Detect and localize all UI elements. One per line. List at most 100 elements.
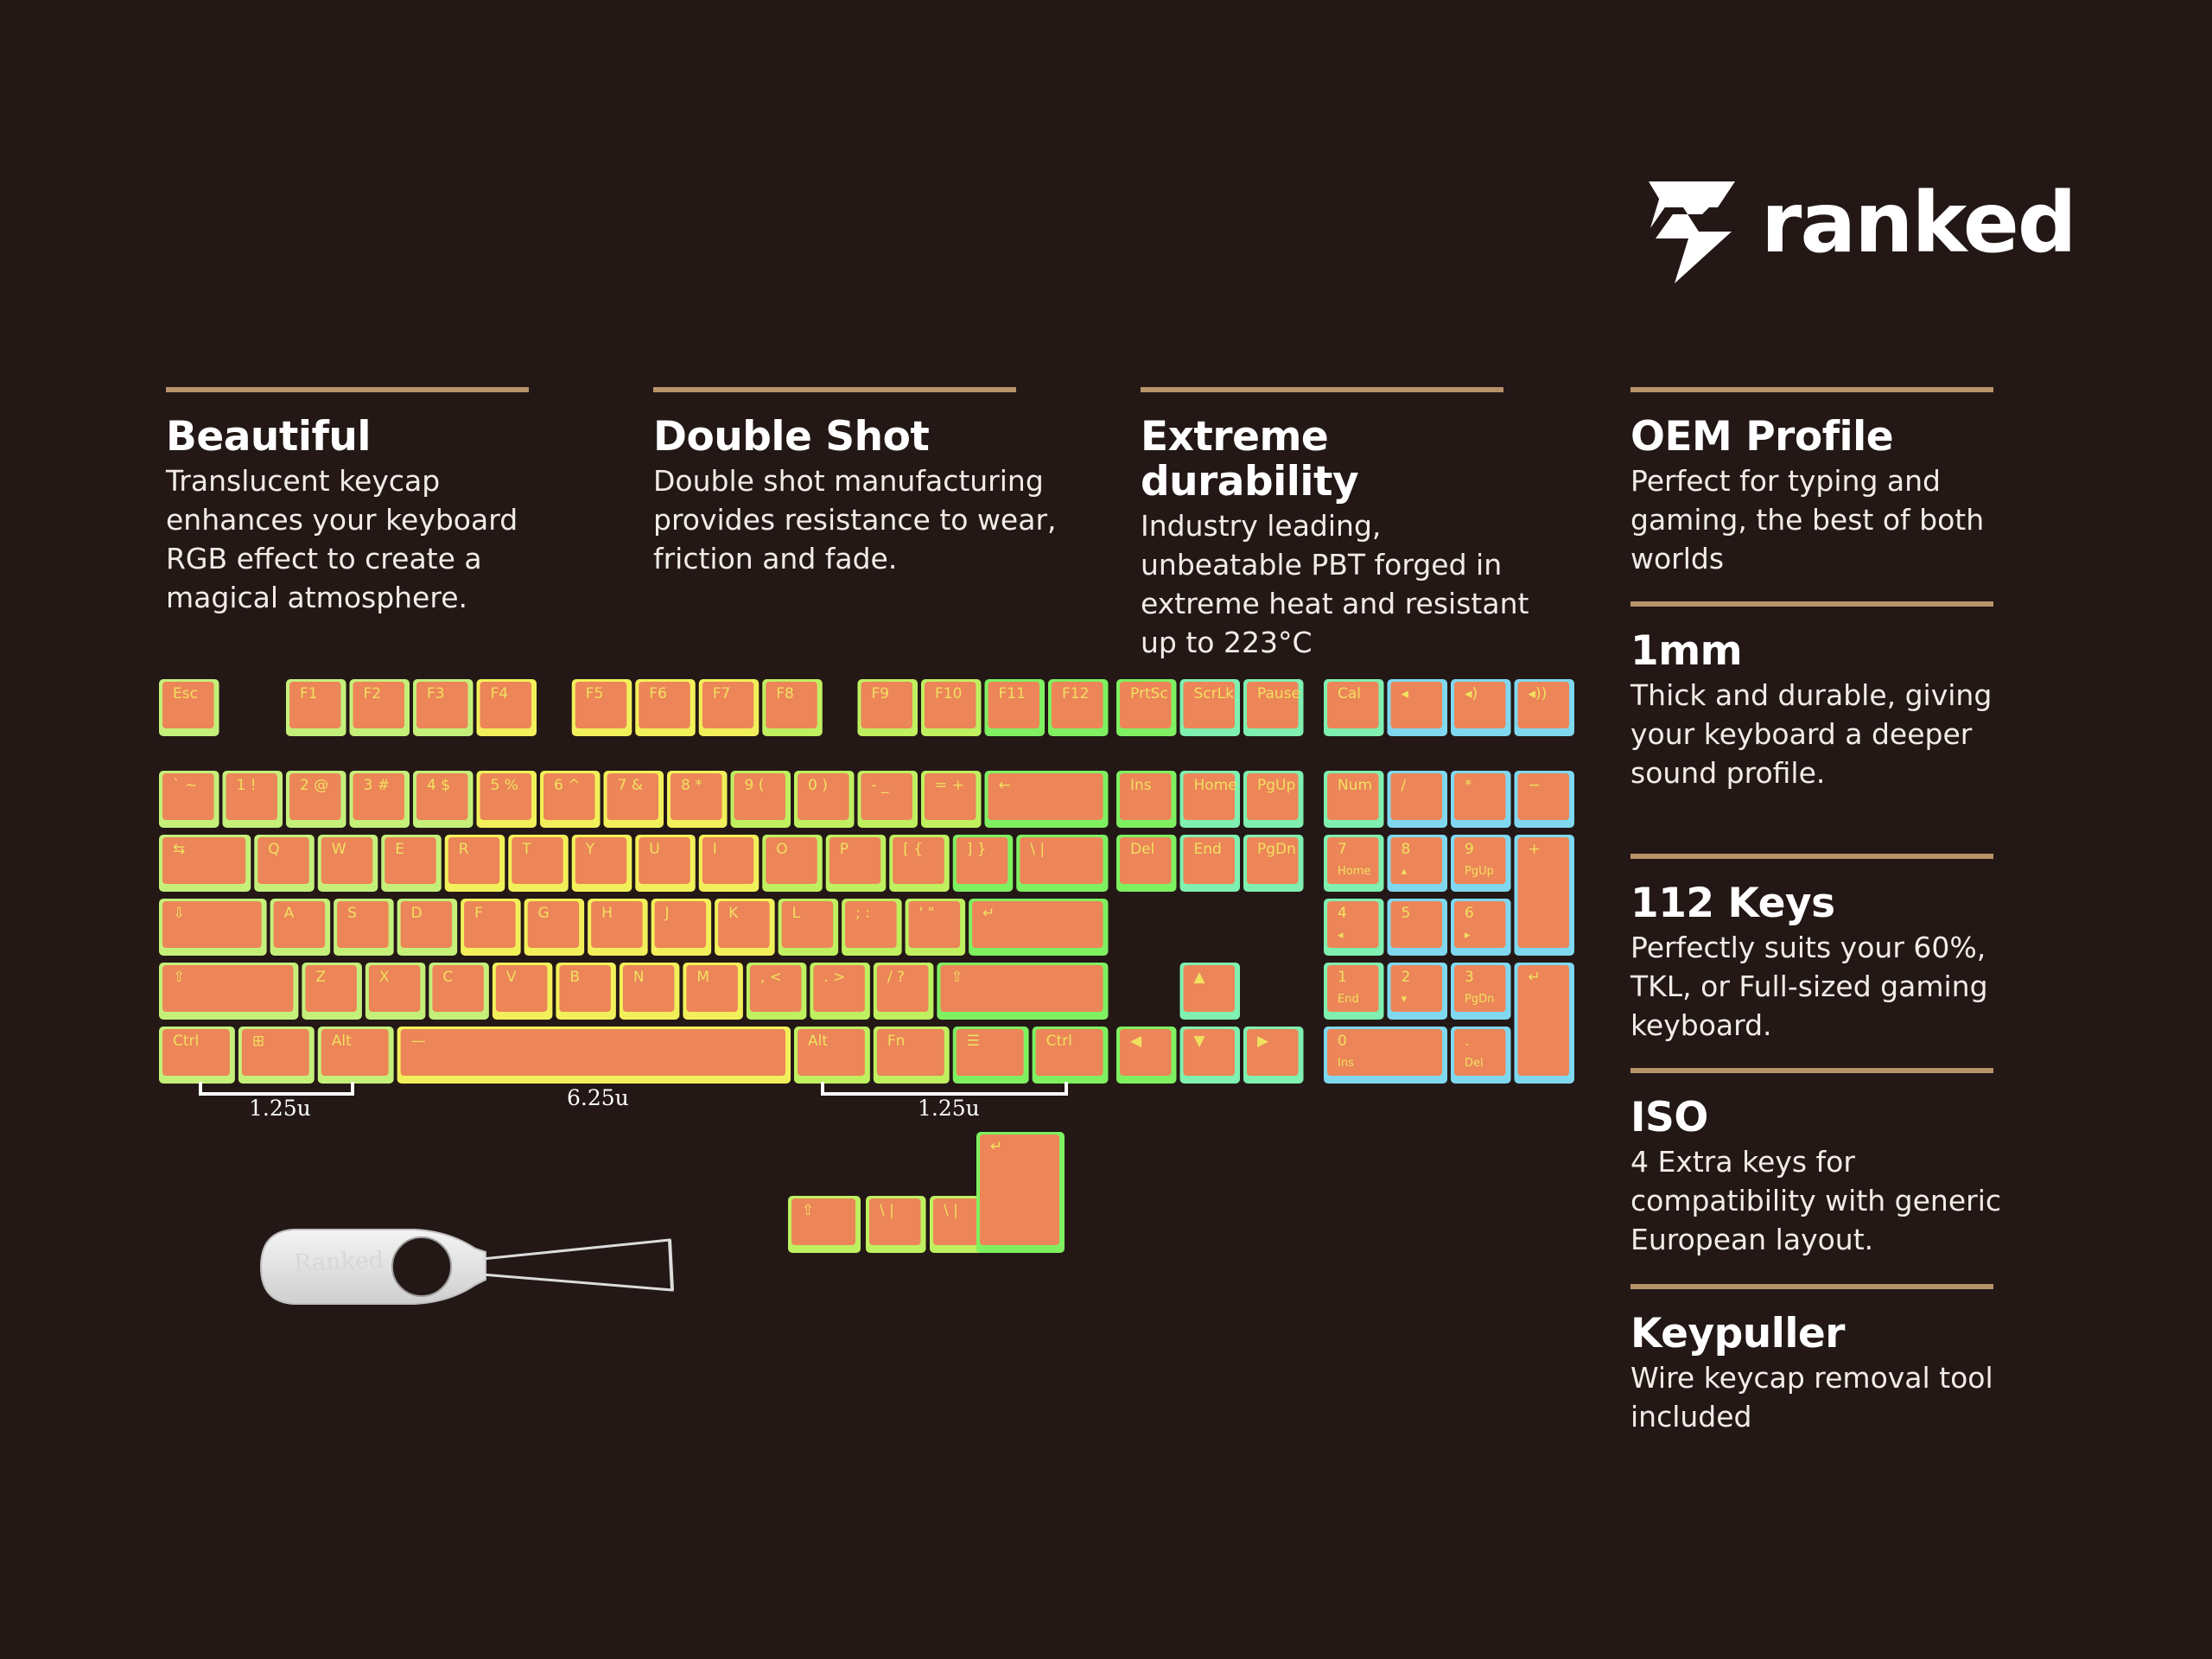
keycap-iso: \ | xyxy=(930,1196,990,1253)
keycap-top xyxy=(1183,682,1235,728)
keycap: F9 xyxy=(857,679,918,736)
keycap-legend: = + xyxy=(935,777,964,794)
keycap-legend: ◂) xyxy=(1465,685,1478,702)
keycap: — xyxy=(397,1027,791,1084)
keycap-top xyxy=(1390,837,1442,884)
keycap-legend: E xyxy=(395,841,404,858)
keycap-legend: 9 xyxy=(1465,841,1474,858)
feature-text: Thick and durable, giving your keyboard … xyxy=(1630,678,1993,790)
keycap-top xyxy=(671,773,722,820)
keycap-legend: Cal xyxy=(1338,685,1361,702)
keycap-legend: 0 ) xyxy=(808,777,828,794)
keycap-top xyxy=(162,901,262,948)
keycap-top xyxy=(1247,837,1299,884)
keycap-legend: ' " xyxy=(919,905,935,922)
keycap-legend: 5 xyxy=(1402,905,1411,922)
feature-1mm: 1mm Thick and durable, giving your keybo… xyxy=(1630,601,2037,792)
keycap-legend: , < xyxy=(760,969,782,986)
keycap-legend: 6 xyxy=(1465,905,1474,922)
keycap-nav: PgUp xyxy=(1243,771,1304,828)
keycap-top xyxy=(1183,1029,1235,1076)
keycap: B xyxy=(556,963,616,1020)
keycap-numpad: − xyxy=(1514,771,1574,828)
keycap-top xyxy=(908,901,961,948)
keycap: F1 xyxy=(286,679,346,736)
feature-title: ISO xyxy=(1630,1094,1708,1141)
keycap-numpad: . Del xyxy=(1451,1027,1511,1084)
keycap-legend: Del xyxy=(1130,841,1154,858)
keycap-top xyxy=(337,901,389,948)
keycap-legend: ▲ xyxy=(1194,969,1206,986)
feature-keypuller: Keypuller Wire keycap removal tool inclu… xyxy=(1630,1284,2037,1436)
feature-text: Industry leading, unbeatable PBT forged … xyxy=(1141,509,1529,659)
keycap: \ | xyxy=(1016,835,1109,892)
keycap: M xyxy=(683,963,743,1020)
keycap-top xyxy=(162,837,246,884)
keycap: F8 xyxy=(762,679,823,736)
keycap-top xyxy=(1454,965,1506,1012)
keycap: ⇆ xyxy=(159,835,251,892)
feature-divider xyxy=(166,387,529,392)
keycap-legend: ▸ xyxy=(1465,929,1471,942)
bracket-right-mod xyxy=(821,1082,1068,1096)
keycap-top xyxy=(226,773,277,820)
keycap-legend: H xyxy=(601,905,613,922)
feature-title: 112 Keys xyxy=(1630,880,1835,927)
keycap: V xyxy=(492,963,553,1020)
keycap-top xyxy=(988,682,1039,728)
keycap-legend: 4 $ xyxy=(427,777,450,794)
keycap-top xyxy=(1454,837,1506,884)
keycap-numpad-enter: ↵ xyxy=(1514,963,1574,1084)
keycap-legend: F3 xyxy=(427,685,445,702)
keycap-top xyxy=(400,901,453,948)
keycap-top xyxy=(781,901,834,948)
keycap: ] } xyxy=(952,835,1014,892)
keycap-legend: 1 xyxy=(1338,969,1347,986)
keycap-top xyxy=(1120,1029,1172,1076)
keycap-legend: Pause xyxy=(1257,685,1300,702)
keycap-top xyxy=(1327,837,1379,884)
keycap: 5 % xyxy=(476,771,537,828)
keycap-media: ◂) xyxy=(1451,679,1511,736)
keycap-top xyxy=(925,773,976,820)
keycap-iso-shift: ⇧ xyxy=(788,1196,861,1253)
keycap-legend: ` ~ xyxy=(173,777,197,794)
keycap-top xyxy=(1327,901,1379,948)
dimension-label-left: 1.25u xyxy=(249,1096,311,1121)
keycap-top xyxy=(1517,837,1569,948)
keycap: F4 xyxy=(476,679,537,736)
keycap-arrow-left: ◀ xyxy=(1116,1027,1177,1084)
keycap-legend: - _ xyxy=(872,777,890,794)
keycap-top xyxy=(829,837,881,884)
brand-logo: ranked xyxy=(1649,175,2077,285)
keycap-legend: F9 xyxy=(872,685,890,702)
keycap-legend: Ctrl xyxy=(173,1033,199,1050)
keycap-legend: W xyxy=(332,841,346,858)
keycap-top xyxy=(241,1029,309,1076)
keypuller-label: Ranked xyxy=(293,1247,385,1277)
keycap-numpad: 6▸ xyxy=(1451,899,1511,956)
keycap-legend: F10 xyxy=(935,685,962,702)
keycap-top xyxy=(1327,773,1379,820)
keycap-nav: PrtSc xyxy=(1116,679,1177,736)
keycap-top xyxy=(869,1198,921,1245)
keycap-legend: O xyxy=(776,841,787,858)
keycap-top xyxy=(988,773,1103,820)
keycap-legend: T xyxy=(521,841,531,858)
keycap-legend: 6 ^ xyxy=(554,777,580,794)
keypuller-tool-icon xyxy=(259,1229,674,1305)
keycap-legend: ScrLk xyxy=(1194,685,1235,702)
keycap-legend: / ? xyxy=(887,969,905,986)
keycap-top xyxy=(1454,901,1506,948)
keycap-top xyxy=(813,965,865,1012)
keycap-top xyxy=(353,682,404,728)
keycap: A xyxy=(270,899,331,956)
bracket-left-mod xyxy=(199,1082,354,1096)
keycap-iso: \ | xyxy=(866,1196,926,1253)
feature-text: Perfect for typing and gaming, the best … xyxy=(1630,464,1985,575)
keycap-top xyxy=(1020,837,1103,884)
keycap-iso-enter: ↵ xyxy=(976,1132,1065,1253)
keycap-legend: ↵ xyxy=(990,1138,1002,1155)
keycap-top xyxy=(575,682,627,728)
